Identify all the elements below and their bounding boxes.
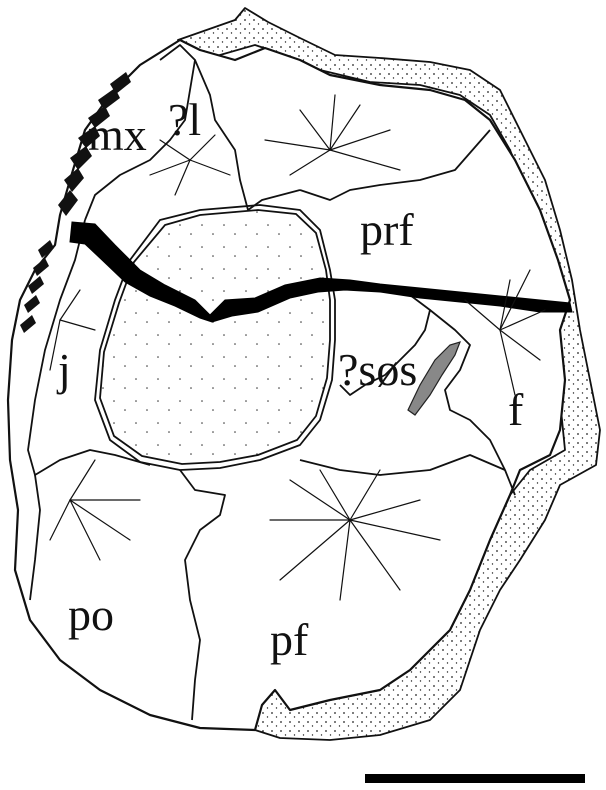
label-sos: ?søs [338, 344, 417, 395]
label-mx: mx [88, 109, 147, 160]
label-prf: prf [360, 204, 414, 255]
label-f: f [508, 384, 524, 435]
label-l: ?l [168, 94, 201, 145]
label-pf: pf [270, 614, 309, 665]
scale-bar [365, 774, 585, 783]
label-po: po [68, 589, 114, 640]
label-j: j [56, 344, 71, 395]
